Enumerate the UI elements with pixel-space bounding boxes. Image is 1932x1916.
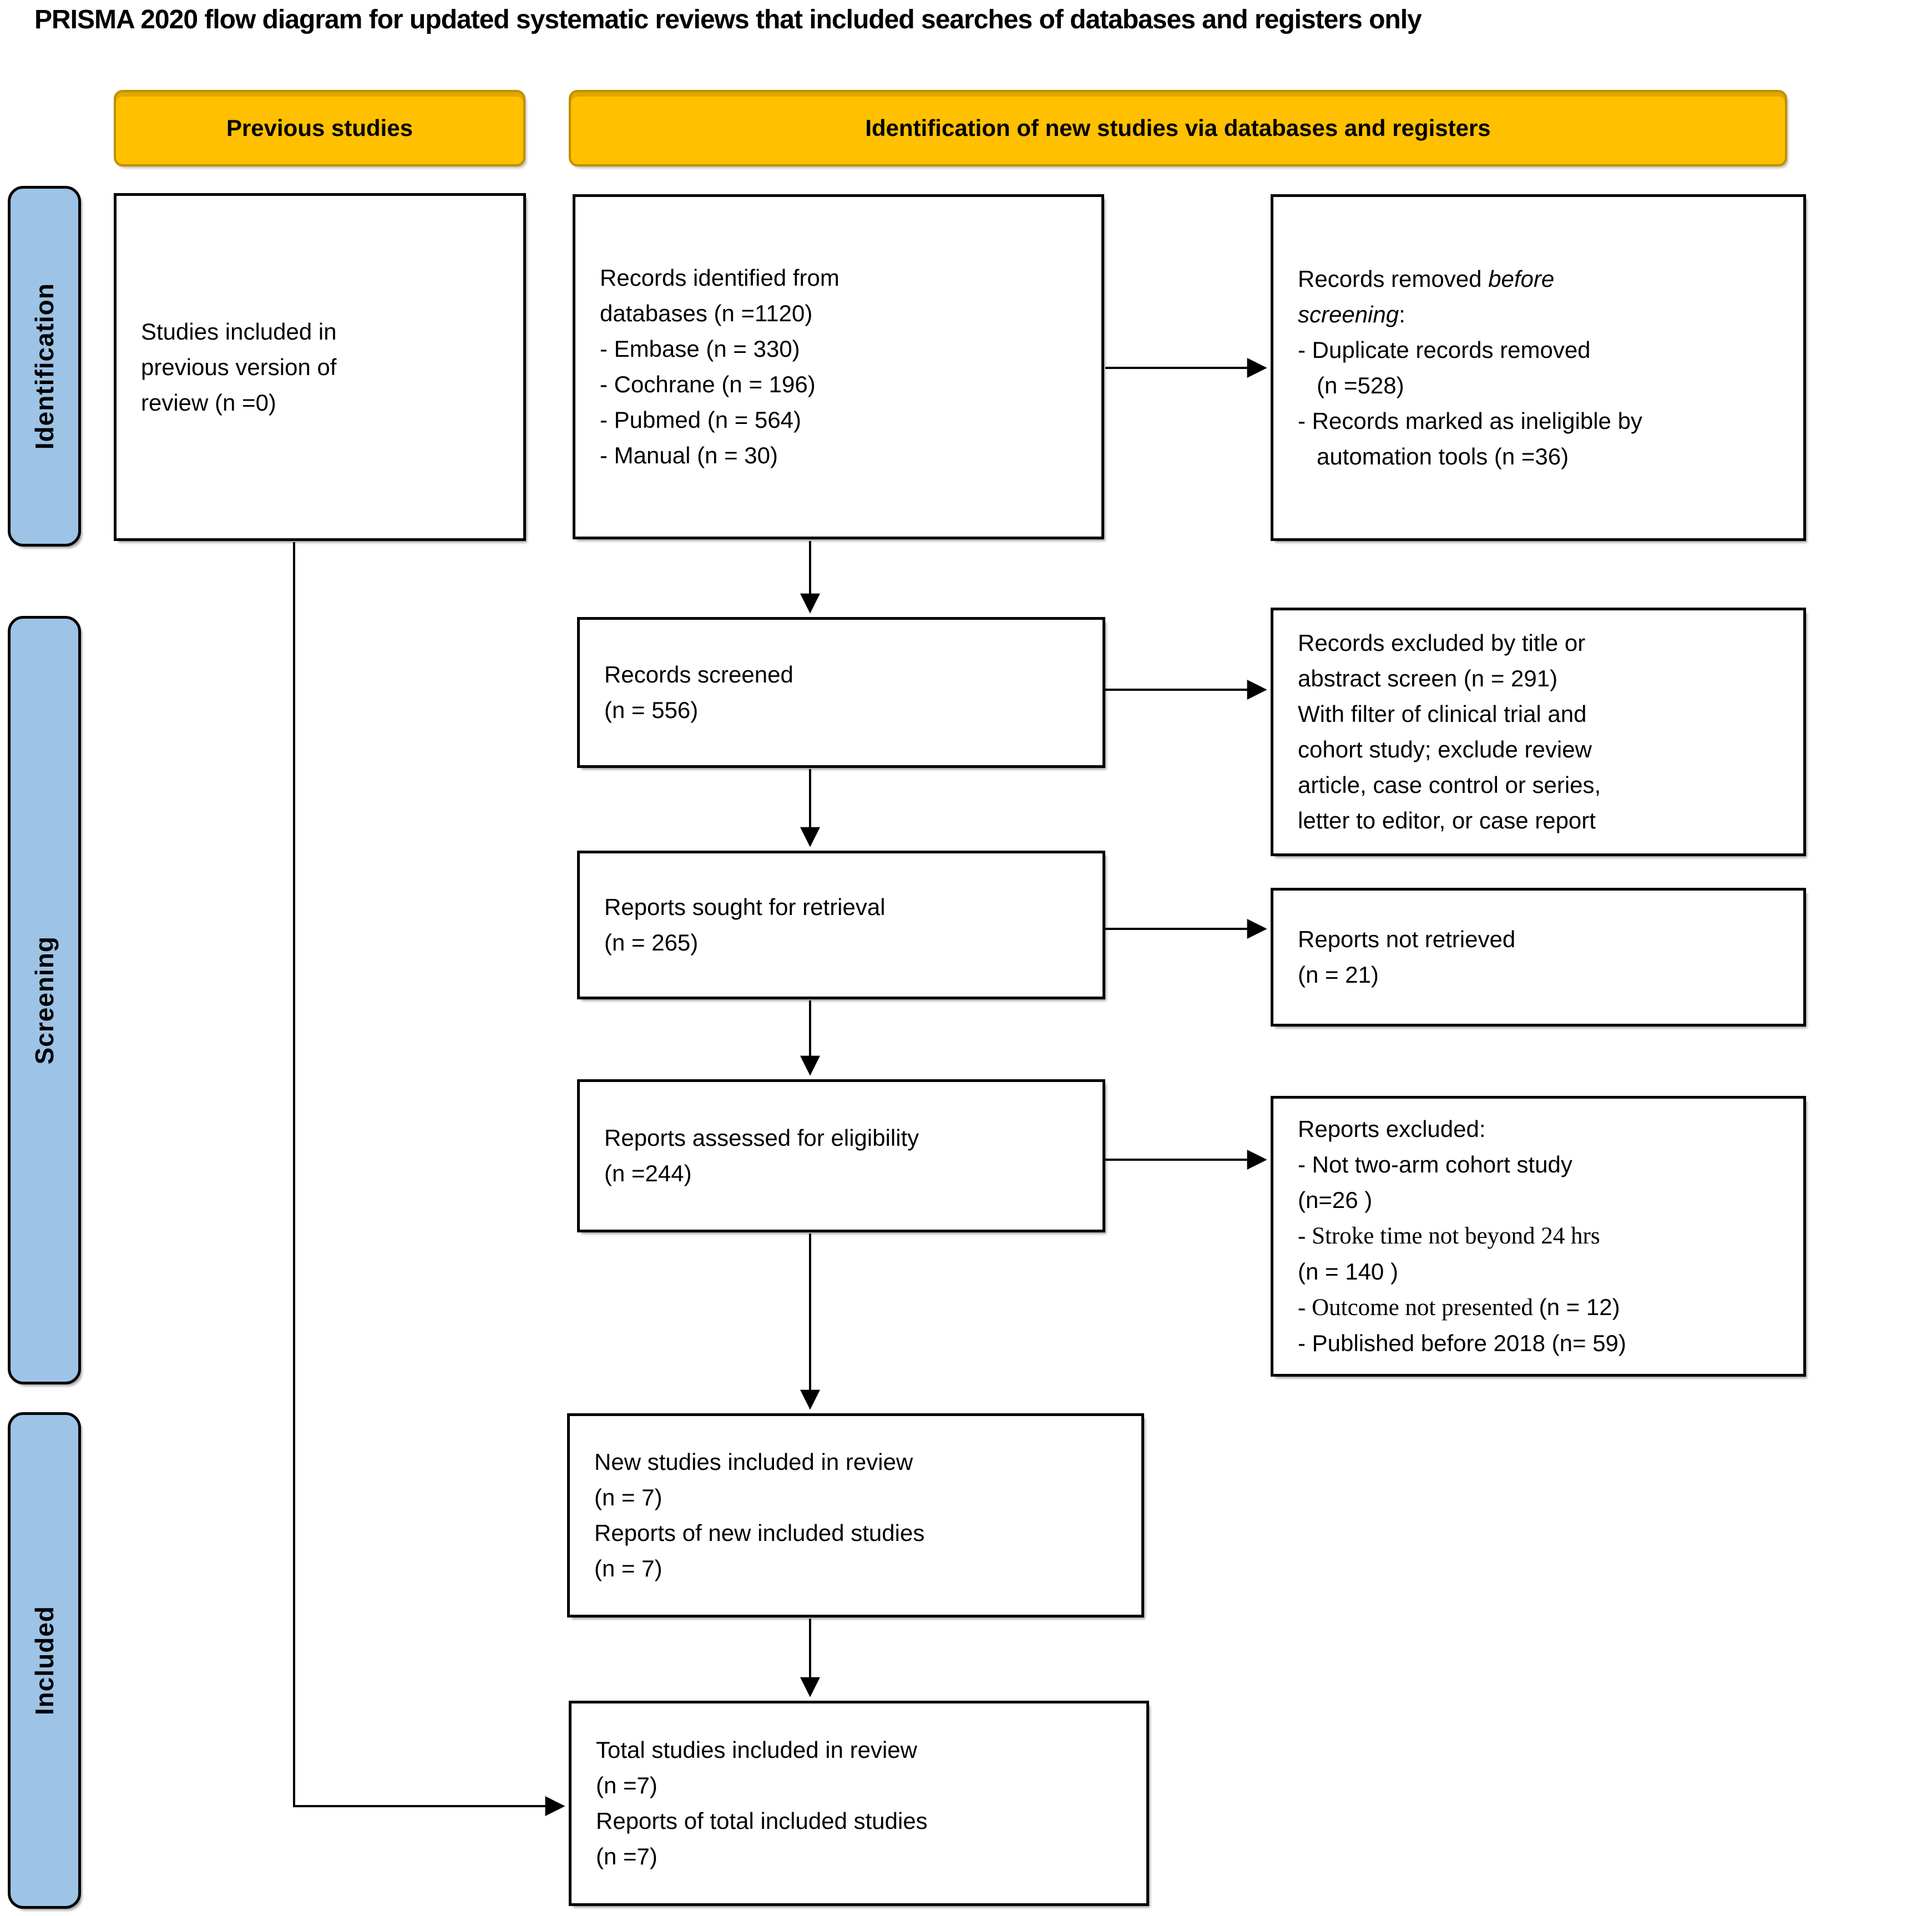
text-line: Records identified from bbox=[600, 265, 839, 291]
header-identification-new-studies: Identification of new studies via databa… bbox=[569, 90, 1787, 166]
text-line: With filter of clinical trial and bbox=[1298, 701, 1587, 727]
text-line: cohort study; exclude review bbox=[1298, 736, 1592, 762]
text-line: Total studies included in review bbox=[596, 1737, 917, 1763]
text-line: - Published before 2018 (n= 59) bbox=[1298, 1330, 1626, 1356]
header-previous-studies: Previous studies bbox=[114, 90, 525, 166]
text-line: screening: bbox=[1298, 301, 1405, 327]
arrow-previous-to-total bbox=[293, 542, 565, 1816]
text-line: - Embase (n = 330) bbox=[600, 336, 800, 362]
text-line: (n = 140 ) bbox=[1298, 1258, 1398, 1285]
text-line: Reports of new included studies bbox=[594, 1520, 925, 1546]
header-identification-new-studies-label: Identification of new studies via databa… bbox=[865, 115, 1491, 141]
text-line: - Manual (n = 30) bbox=[600, 442, 778, 468]
text-line: New studies included in review bbox=[594, 1449, 913, 1475]
text-line: Reports excluded: bbox=[1298, 1116, 1486, 1142]
text-line: - Cochrane (n = 196) bbox=[600, 371, 816, 397]
text-line: (n=26 ) bbox=[1298, 1187, 1373, 1213]
text-line: Reports of total included studies bbox=[596, 1808, 928, 1834]
box-new-studies-included: New studies included in review (n = 7) Rep… bbox=[567, 1413, 1144, 1617]
text-line: (n =244) bbox=[604, 1160, 692, 1186]
text-line: Reports not retrieved bbox=[1298, 926, 1516, 952]
box-records-identified: Records identified from databases (n =112… bbox=[573, 194, 1104, 539]
text-line: - Records marked as ineligible by bbox=[1298, 407, 1642, 434]
box-records-screened: Records screened (n = 556) bbox=[577, 617, 1105, 768]
box-reports-sought: Reports sought for retrieval (n = 265) bbox=[577, 851, 1105, 999]
text-line: Studies included in bbox=[141, 318, 337, 345]
diagram-title: PRISMA 2020 flow diagram for updated sys… bbox=[34, 5, 1422, 34]
box-records-removed-before-screening: Records removed before screening: - Duplic… bbox=[1271, 194, 1806, 541]
text-line: article, case control or series, bbox=[1298, 772, 1601, 798]
text-line: abstract screen (n = 291) bbox=[1298, 665, 1558, 691]
text-line: (n = 7) bbox=[594, 1484, 662, 1510]
text-line: automation tools (n =36) bbox=[1317, 443, 1569, 469]
text-line: Reports sought for retrieval bbox=[604, 894, 886, 920]
text-line: (n = 556) bbox=[604, 697, 699, 723]
box-reports-not-retrieved: Reports not retrieved (n = 21) bbox=[1271, 888, 1806, 1027]
text-line: (n = 21) bbox=[1298, 962, 1379, 988]
stage-label-screening: Screening bbox=[8, 616, 81, 1384]
text-line: (n =7) bbox=[596, 1843, 658, 1869]
text-line: - Not two-arm cohort study bbox=[1298, 1151, 1572, 1177]
text-line: - Stroke time not beyond 24 hrs bbox=[1298, 1223, 1600, 1249]
text-line: previous version of bbox=[141, 353, 337, 380]
text-line: - Duplicate records removed bbox=[1298, 336, 1591, 363]
box-records-excluded-title-abstract: Records excluded by title or abstract scr… bbox=[1271, 608, 1806, 856]
text-line: Records excluded by title or bbox=[1298, 630, 1586, 656]
text-line: - Pubmed (n = 564) bbox=[600, 407, 802, 433]
text-line: (n =7) bbox=[596, 1772, 658, 1798]
box-total-studies-included: Total studies included in review (n =7) Re… bbox=[569, 1701, 1149, 1906]
text-line: (n = 7) bbox=[594, 1555, 662, 1581]
box-previous-studies: Studies included in previous version of re… bbox=[114, 193, 526, 541]
text-line: databases (n =1120) bbox=[600, 300, 813, 326]
stage-label-identification: Identification bbox=[8, 186, 81, 547]
text-line: (n =528) bbox=[1317, 372, 1404, 398]
text-line: letter to editor, or case report bbox=[1298, 807, 1596, 833]
text-line: Records screened bbox=[604, 661, 793, 687]
text-line: review (n =0) bbox=[141, 389, 276, 416]
stage-label-included: Included bbox=[8, 1412, 81, 1909]
box-reports-excluded: Reports excluded: - Not two-arm cohort st… bbox=[1271, 1096, 1806, 1377]
text-line: (n = 265) bbox=[604, 929, 699, 956]
box-reports-assessed: Reports assessed for eligibility (n =244) bbox=[577, 1079, 1105, 1232]
text-line: - Outcome not presented (n = 12) bbox=[1298, 1294, 1620, 1321]
text-line: Records removed before bbox=[1298, 265, 1555, 292]
header-previous-studies-label: Previous studies bbox=[226, 115, 413, 141]
text-line: Reports assessed for eligibility bbox=[604, 1125, 919, 1151]
